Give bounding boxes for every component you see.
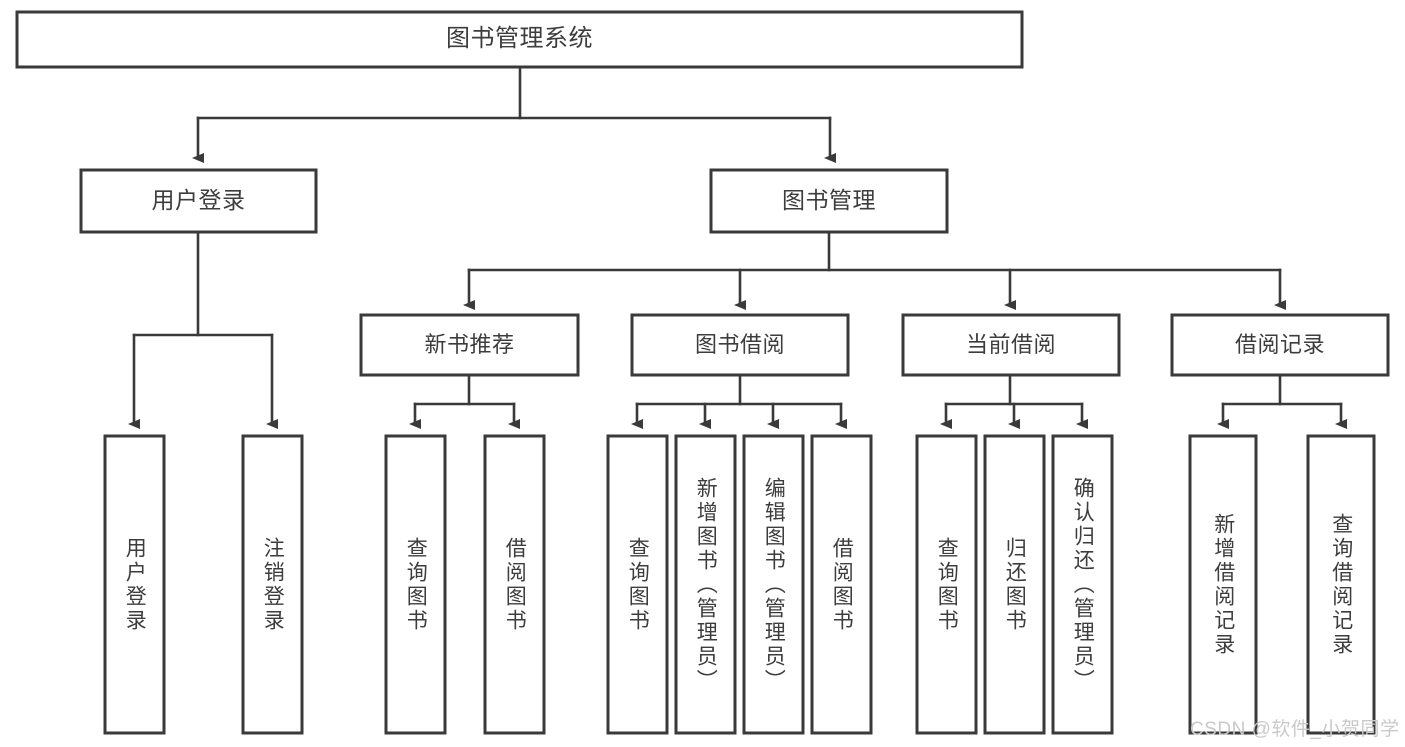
node-box-root[interactable]	[15, 10, 1024, 69]
node-box-leaf-logout[interactable]	[241, 434, 304, 735]
node-box-leaf-user-login[interactable]	[103, 434, 166, 735]
node-box-book-manage[interactable]	[709, 168, 949, 234]
node-box-leaf-query-record[interactable]	[1306, 434, 1376, 735]
node-box-current-borrow[interactable]	[901, 313, 1121, 377]
node-box-leaf-add-book[interactable]	[674, 434, 737, 735]
node-box-user-login[interactable]	[79, 168, 318, 234]
node-box-leaf-return-book[interactable]	[983, 434, 1046, 735]
node-box-leaf-borrow-book-a[interactable]	[483, 434, 546, 735]
node-box-leaf-query-book-a[interactable]	[384, 434, 447, 735]
node-box-leaf-query-book-c[interactable]	[915, 434, 978, 735]
node-box-new-book-rec[interactable]	[359, 313, 580, 377]
node-box-borrow-record[interactable]	[1170, 313, 1390, 377]
node-box-leaf-add-record[interactable]	[1188, 434, 1258, 735]
node-box-leaf-edit-book[interactable]	[742, 434, 805, 735]
node-box-leaf-confirm-return[interactable]	[1051, 434, 1114, 735]
node-box-book-borrow[interactable]	[630, 313, 850, 377]
node-box-leaf-borrow-book-b[interactable]	[810, 434, 873, 735]
csdn-watermark: CSDN @软件_小贺同学	[1190, 719, 1400, 740]
node-box-leaf-query-book-b[interactable]	[606, 434, 669, 735]
